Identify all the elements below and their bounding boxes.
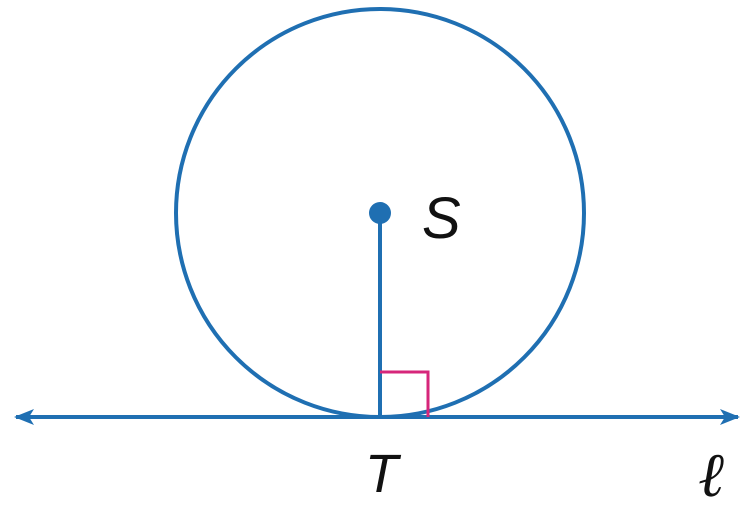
center-label: S xyxy=(422,186,461,251)
right-angle-marker xyxy=(380,370,430,417)
center-point xyxy=(369,202,391,224)
line-label: ℓ xyxy=(698,442,724,506)
tangent-point-label: T xyxy=(365,444,402,504)
